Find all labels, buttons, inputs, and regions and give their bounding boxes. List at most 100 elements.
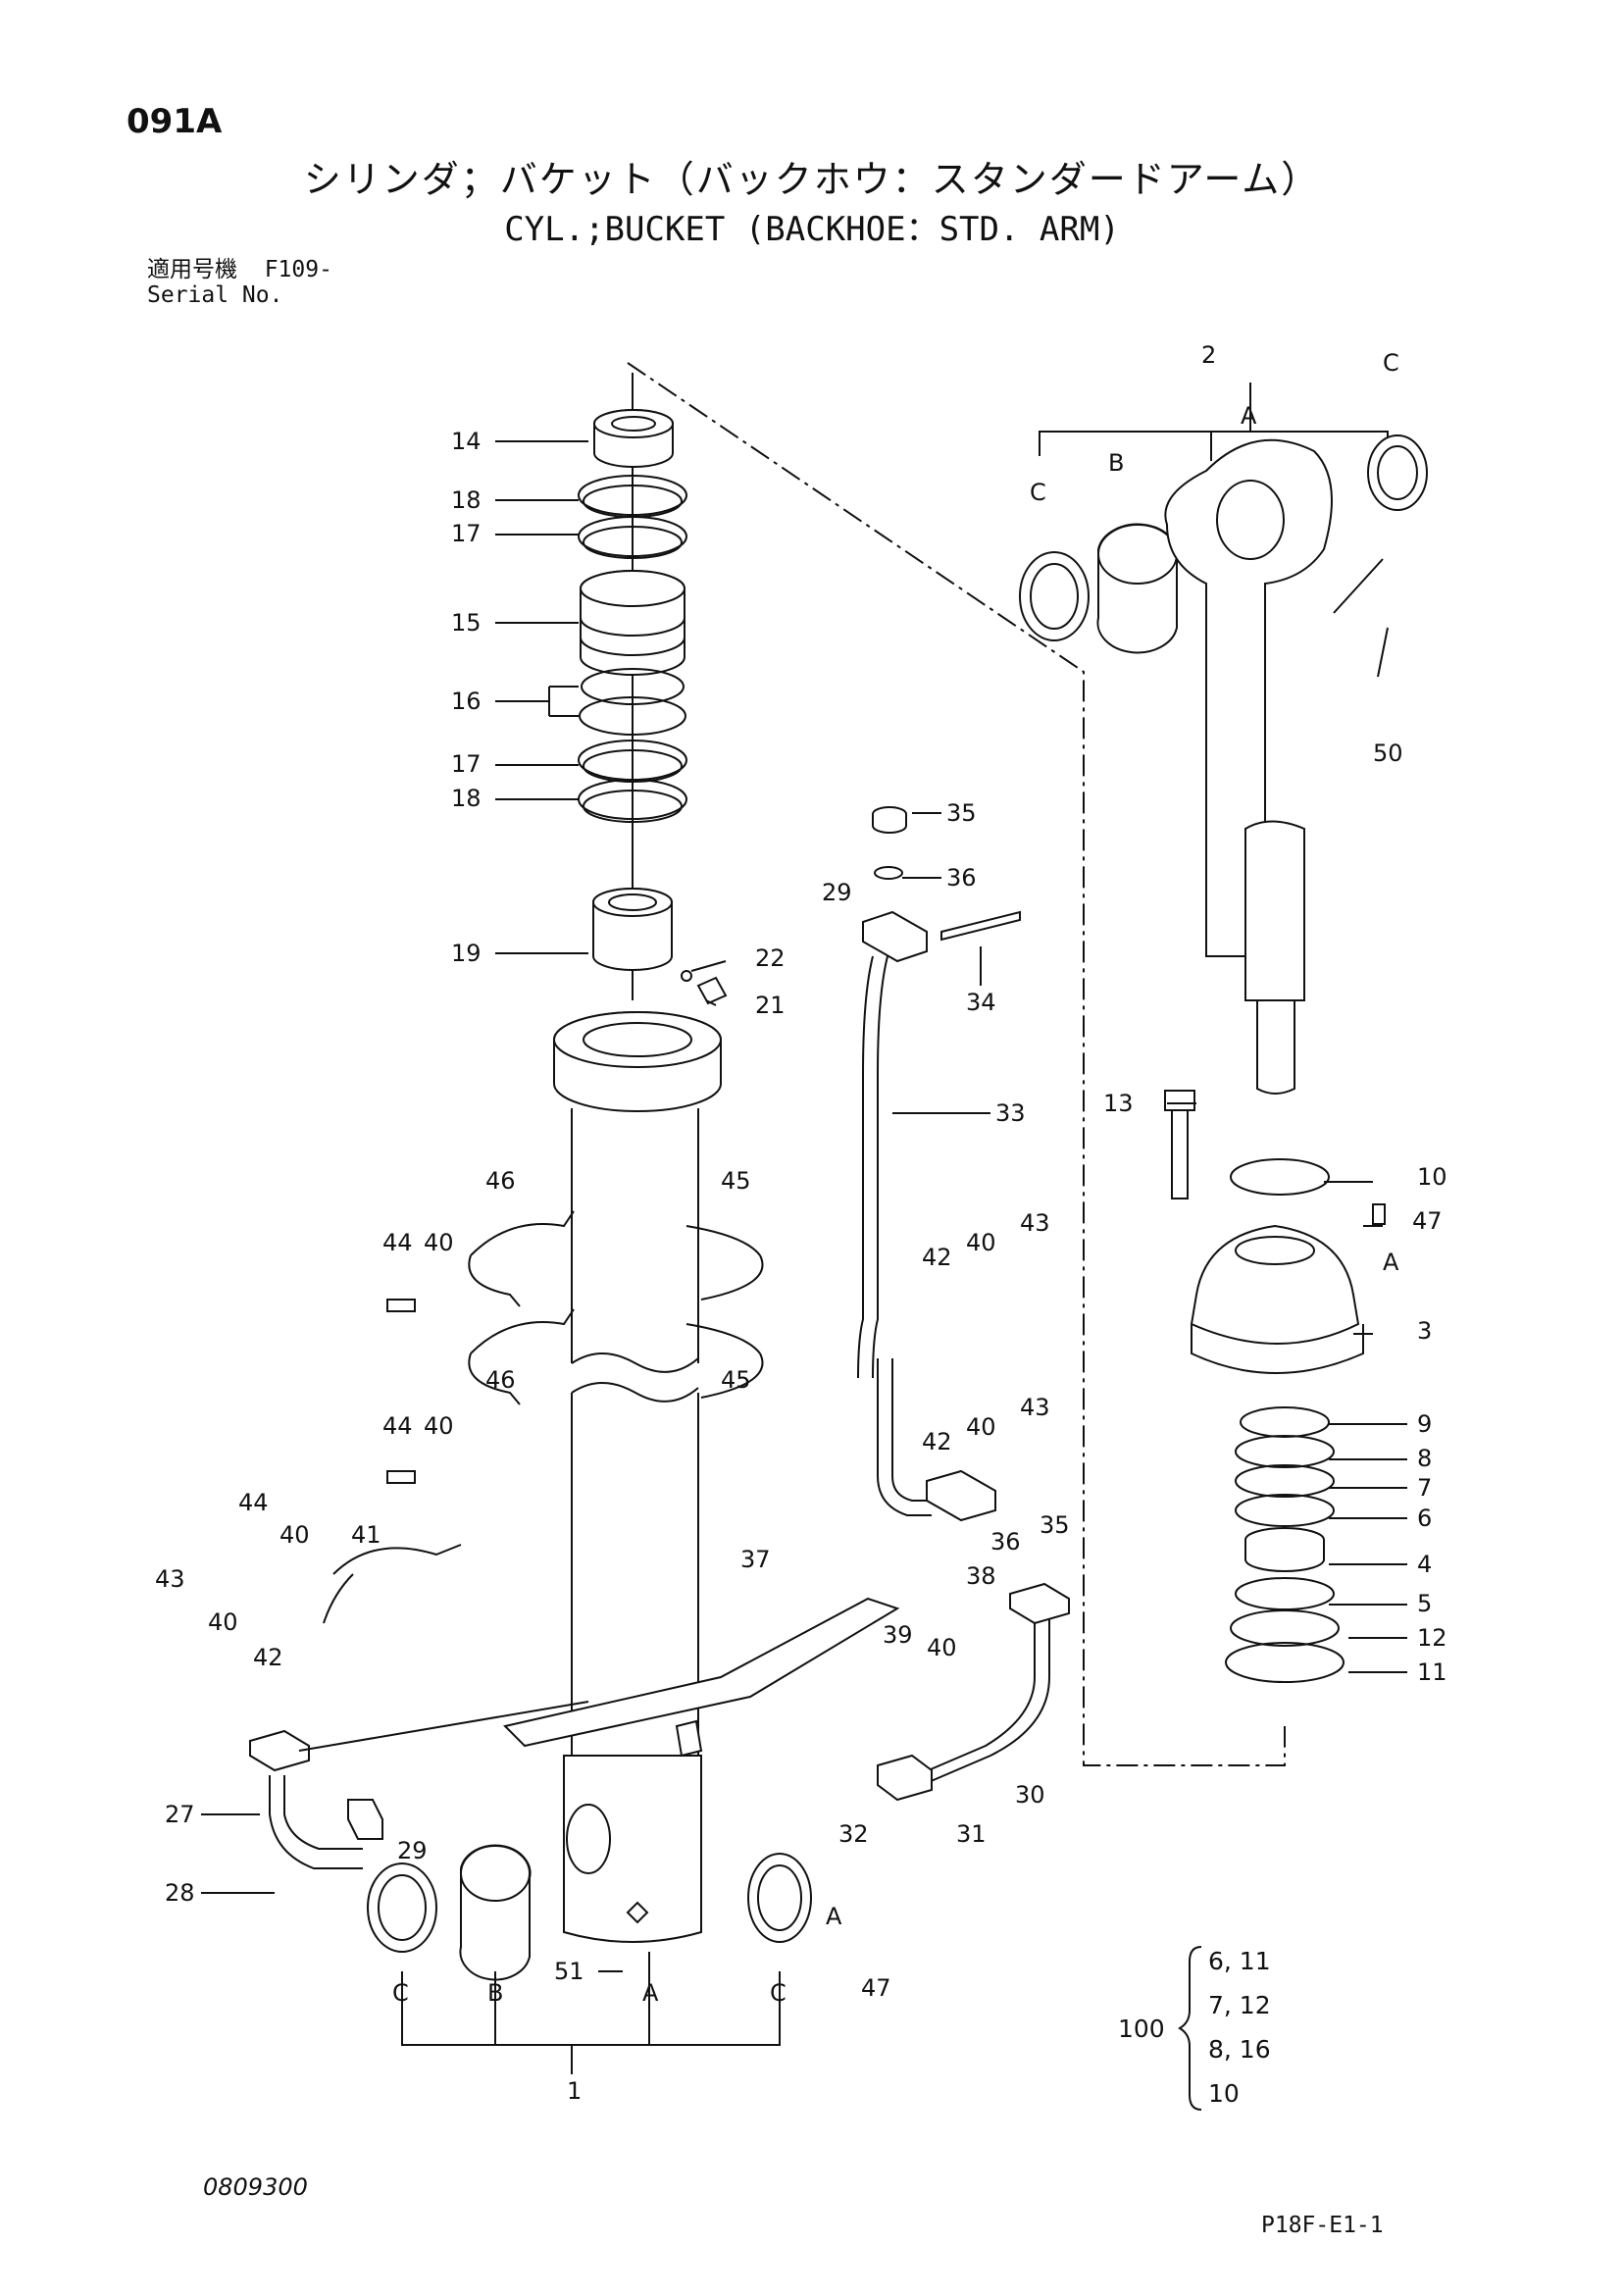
serial-label-jp: 適用号機 — [147, 257, 237, 282]
head-bushings — [367, 1844, 812, 2074]
callout-33: 33 — [995, 1099, 1026, 1127]
callout-12: 12 — [1417, 1624, 1447, 1652]
callouts: 14 18 17 15 16 17 18 19 22 21 35 36 29 3… — [155, 341, 1447, 2105]
serial-block: 適用号機 F109- Serial No. — [147, 257, 332, 308]
callout-17: 17 — [451, 750, 482, 778]
callout-11: 11 — [1417, 1658, 1447, 1686]
footer-right-code: P18F-E1-1 — [1261, 2213, 1384, 2238]
kit-line: 6, 11 — [1208, 1947, 1271, 1975]
callout-50: 50 — [1373, 740, 1403, 767]
drawing-code: 091A — [127, 102, 223, 141]
callout-C: C — [1383, 349, 1399, 377]
callout-6: 6 — [1417, 1505, 1432, 1532]
callout-16: 16 — [451, 688, 482, 715]
callout-40: 40 — [927, 1634, 957, 1661]
piston-stack — [578, 373, 728, 1005]
callout-A: A — [1383, 1249, 1399, 1276]
callout-B: B — [487, 1979, 503, 2007]
callout-19: 19 — [451, 940, 482, 967]
callout-43: 43 — [155, 1565, 185, 1593]
callout-40: 40 — [279, 1521, 310, 1549]
callout-41: 41 — [351, 1521, 381, 1549]
serial-label-en: Serial No. — [147, 282, 283, 308]
callout-34: 34 — [966, 989, 996, 1016]
callout-40: 40 — [424, 1412, 454, 1440]
callout-A: A — [826, 1903, 842, 1930]
serial-value: F109- — [264, 257, 332, 282]
callout-46: 46 — [485, 1366, 516, 1394]
callout-14: 14 — [451, 428, 482, 455]
callout-10: 10 — [1417, 1163, 1447, 1191]
callout-8: 8 — [1417, 1445, 1432, 1472]
callout-21: 21 — [755, 992, 786, 1019]
title-japanese: シリンダ；バケット（バックホウ：スタンダードアーム） — [303, 158, 1321, 201]
callout-38: 38 — [966, 1562, 996, 1590]
leader-lines — [201, 440, 1407, 1972]
callout-22: 22 — [755, 944, 786, 972]
callout-40: 40 — [966, 1229, 996, 1256]
callout-32: 32 — [838, 1820, 869, 1848]
callout-35: 35 — [1040, 1511, 1070, 1539]
callout-40: 40 — [208, 1608, 238, 1636]
clamps — [323, 1210, 764, 1624]
callout-40: 40 — [966, 1413, 996, 1441]
callout-42: 42 — [922, 1428, 952, 1455]
kit-line: 10 — [1208, 2079, 1240, 2108]
callout-31: 31 — [956, 1820, 987, 1848]
callout-36: 36 — [946, 864, 977, 892]
callout-A: A — [642, 1979, 659, 2007]
callout-37: 37 — [740, 1546, 771, 1573]
kit-number: 100 — [1118, 2015, 1165, 2043]
callout-45: 45 — [721, 1167, 751, 1195]
callout-C: C — [770, 1979, 787, 2007]
callout-C: C — [392, 1979, 409, 2007]
kit-line: 8, 16 — [1208, 2035, 1271, 2064]
assembly-frame-line — [627, 362, 1286, 1766]
callout-44: 44 — [382, 1229, 413, 1256]
callout-27: 27 — [165, 1801, 195, 1828]
callout-45: 45 — [721, 1366, 751, 1394]
callout-18: 18 — [451, 785, 482, 812]
callout-17: 17 — [451, 520, 482, 547]
callout-44: 44 — [382, 1412, 413, 1440]
callout-15: 15 — [451, 609, 482, 637]
cylinder-tube — [553, 1011, 722, 1943]
callout-47: 47 — [861, 1974, 891, 2002]
callout-A: A — [1241, 402, 1257, 430]
callout-13: 13 — [1103, 1090, 1134, 1117]
callout-7: 7 — [1417, 1474, 1432, 1502]
callout-43: 43 — [1020, 1394, 1050, 1421]
kit-line: 7, 12 — [1208, 1991, 1271, 2019]
callout-40: 40 — [424, 1229, 454, 1256]
callout-39: 39 — [883, 1621, 913, 1649]
callout-9: 9 — [1417, 1410, 1432, 1438]
callout-42: 42 — [922, 1244, 952, 1271]
callout-43: 43 — [1020, 1209, 1050, 1237]
title-english: CYL.;BUCKET (BACKHOE：STD. ARM) — [504, 210, 1120, 249]
callout-42: 42 — [253, 1644, 283, 1671]
callout-1: 1 — [567, 2077, 582, 2105]
pipes — [249, 806, 1070, 1869]
callout-46: 46 — [485, 1167, 516, 1195]
callout-3: 3 — [1417, 1317, 1432, 1345]
callout-35: 35 — [946, 799, 977, 827]
footer-left-code: 0809300 — [203, 2173, 308, 2201]
bracket — [503, 1597, 900, 1748]
callout-2: 2 — [1201, 341, 1216, 369]
callout-47: 47 — [1412, 1207, 1443, 1235]
callout-29: 29 — [822, 879, 852, 906]
callout-C: C — [1030, 479, 1046, 506]
callout-36: 36 — [990, 1528, 1021, 1556]
callout-30: 30 — [1015, 1781, 1045, 1809]
callout-29: 29 — [397, 1837, 428, 1864]
rod-assembly — [1019, 383, 1428, 1683]
callout-B: B — [1108, 449, 1124, 477]
callout-44: 44 — [238, 1489, 269, 1516]
callout-5: 5 — [1417, 1590, 1432, 1617]
callout-28: 28 — [165, 1879, 195, 1907]
callout-18: 18 — [451, 486, 482, 514]
callout-51: 51 — [554, 1958, 584, 1985]
kit-table: 100 6, 11 7, 12 8, 16 10 — [1118, 1946, 1271, 2111]
callout-4: 4 — [1417, 1551, 1432, 1578]
